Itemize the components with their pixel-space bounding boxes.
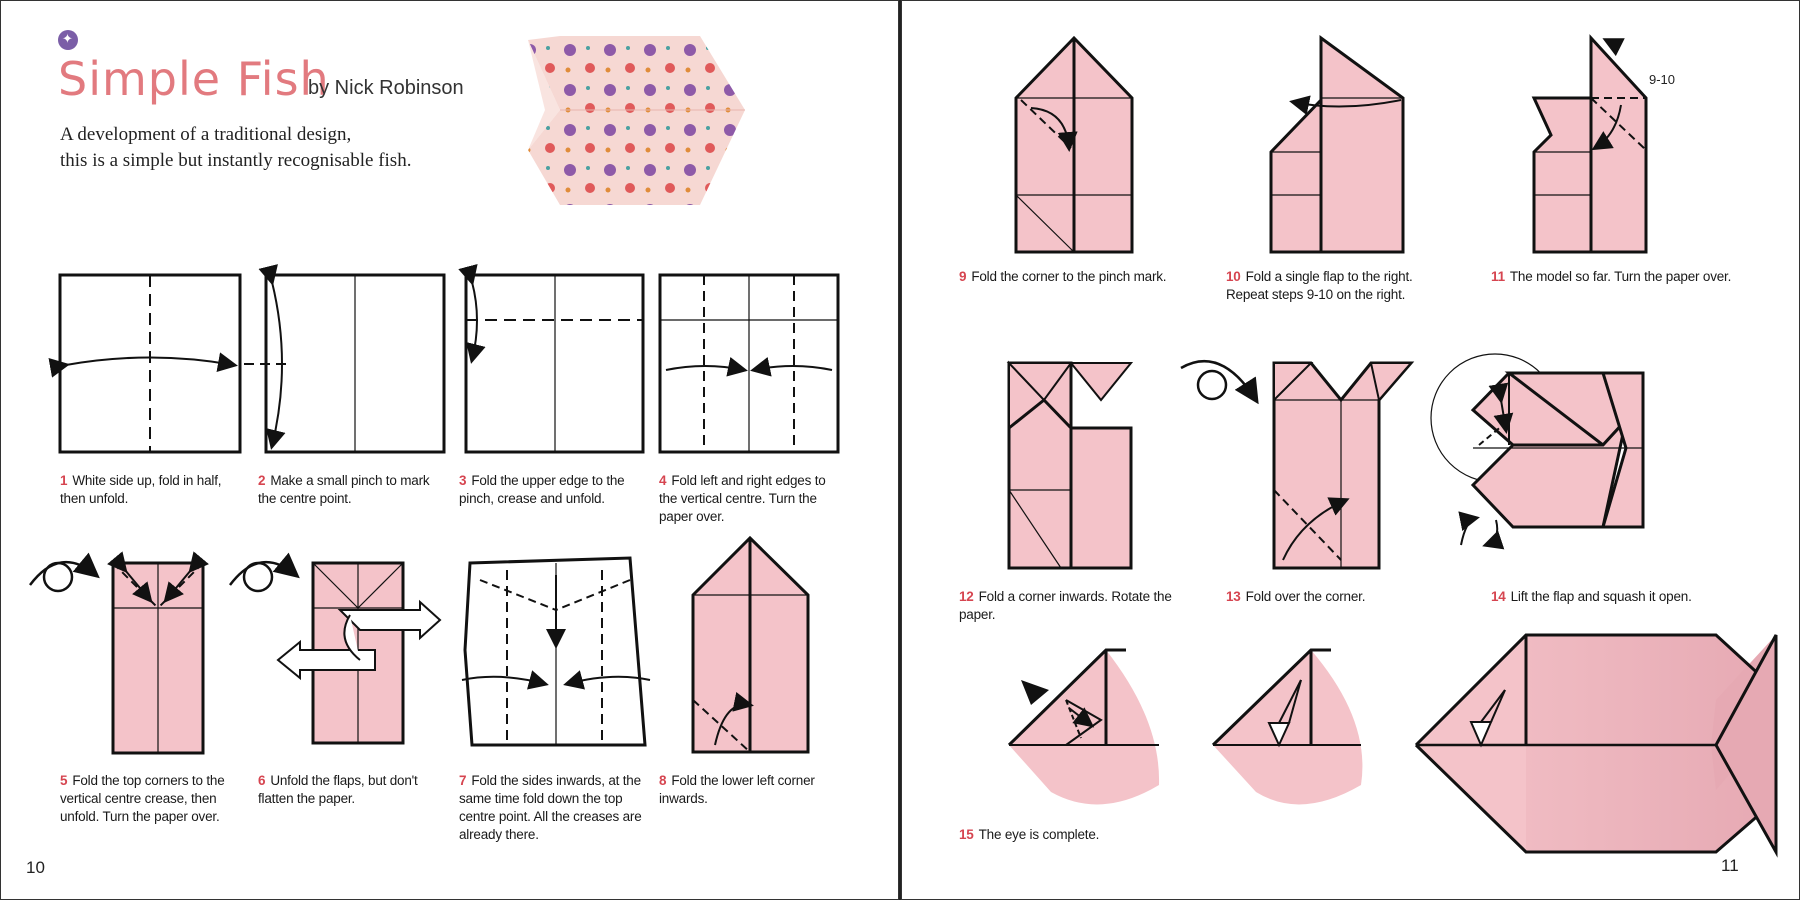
step-3-diagram [466,275,643,452]
step-11-diagram: 9-10 [1534,38,1675,252]
step-10-diagram [1271,38,1403,252]
step-9-diagram [1016,38,1132,252]
step-4-diagram [660,275,838,452]
step-13-diagram [1274,363,1411,568]
step-15-finished-fish [1416,635,1776,852]
right-page: 9-10 [901,0,1800,900]
step-15-diagram-b [1213,650,1362,804]
right-diagrams: 9-10 [901,0,1800,900]
step-5-diagram [30,562,203,753]
left-diagrams [0,0,899,900]
step-1-diagram [60,275,240,452]
rotate-arrow-icon [1181,361,1256,400]
step-12-diagram [1009,363,1131,568]
step-2-diagram [244,275,444,452]
step-8-diagram [693,538,808,752]
repeat-annotation: 9-10 [1649,72,1675,87]
step-6-diagram [230,562,440,743]
finished-fish-photo [528,36,745,205]
left-page: Simple Fish by Nick Robinson A developme… [0,0,899,900]
step-7-diagram [462,558,650,745]
page-number-left: 10 [26,858,45,878]
step-15-diagram-a [1009,650,1159,804]
step-14-diagram [1431,354,1643,545]
page-number-right: 11 [1721,856,1739,876]
